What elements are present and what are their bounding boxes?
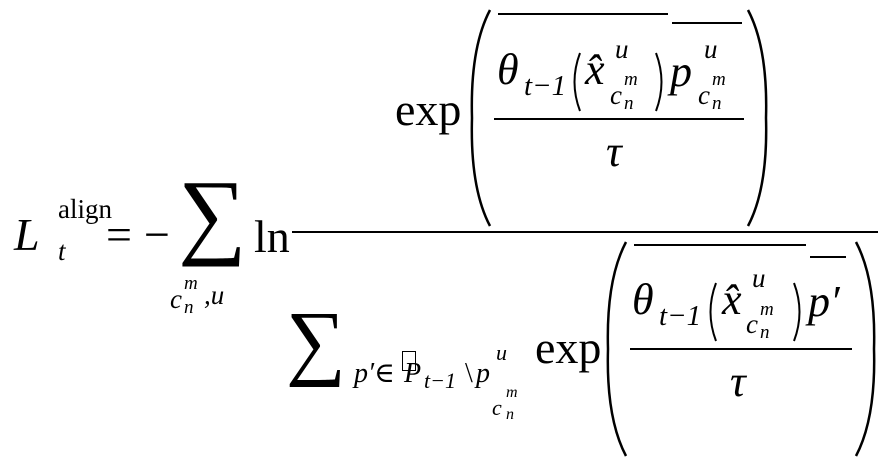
p-prime: p′ [808, 277, 840, 326]
x-subscript-c-sub: n [624, 93, 634, 114]
left-paren-icon [573, 52, 581, 112]
sum-subscript-c-sub: n [184, 297, 194, 318]
left-paren-icon [709, 282, 717, 342]
loss-superscript: align [58, 194, 112, 224]
left-paren-icon [606, 241, 628, 457]
right-paren-icon [746, 9, 768, 227]
inner-fraction-bar [630, 348, 852, 350]
sum-sub-c: c [492, 395, 502, 420]
ln: ln [254, 211, 290, 262]
left-paren-icon [470, 9, 492, 227]
main-fraction-bar [292, 231, 878, 233]
sum-sub-setminus: \ [465, 358, 473, 389]
right-paren-icon [854, 241, 876, 457]
x-superscript: u [615, 34, 629, 64]
minus-sign: − [144, 209, 170, 260]
loss-symbol: L [14, 209, 40, 260]
overline [672, 22, 742, 24]
sum-sub-c-sub: n [506, 406, 514, 423]
theta: θ [632, 275, 654, 324]
sum-subscript-c: c [170, 284, 182, 314]
right-paren-icon [793, 282, 801, 342]
overline [498, 13, 668, 15]
x-subscript-c: c [610, 80, 622, 110]
x-hat: x̂ [722, 275, 742, 324]
sum-sub-p-in: p′∈ [354, 358, 395, 389]
equals-sign: = [106, 209, 132, 260]
p-subscript-c-sup: m [712, 69, 726, 90]
p-subscript-c-sub: n [712, 93, 722, 114]
x-hat: x̂ [585, 45, 605, 94]
sum-sub-P: P [404, 358, 422, 389]
inner-fraction-bar [494, 118, 744, 120]
x-subscript-c-sup: m [624, 69, 638, 90]
theta-subscript: t−1 [524, 70, 567, 102]
right-paren-icon [655, 52, 663, 112]
x-subscript-c-sub: n [760, 322, 770, 343]
x-subscript-c-sup: m [760, 299, 774, 320]
sum-sub-c-sup: m [506, 384, 518, 401]
p-subscript-c: c [698, 80, 710, 110]
tau: τ [606, 127, 622, 176]
denominator-sum-symbol: ∑ [286, 295, 346, 388]
sum-subscript-rest: ,u [204, 280, 225, 310]
sum-sub-t: t−1 [424, 368, 456, 393]
theta: θ [497, 45, 519, 94]
sum-sub-p2-sup: u [496, 340, 507, 365]
loss-subscript: t [58, 236, 66, 266]
x-superscript: u [752, 263, 766, 293]
x-subscript-c: c [746, 309, 758, 339]
sum-sub-p2: p [476, 358, 490, 389]
p: p [670, 47, 692, 96]
p-superscript: u [704, 34, 718, 64]
sum-symbol: ∑ [178, 160, 247, 267]
denominator-exp: exp [535, 322, 602, 373]
missing-glyph-box [402, 351, 416, 371]
overline [810, 256, 846, 258]
tau: τ [730, 357, 746, 406]
overline [634, 244, 806, 246]
theta-subscript: t−1 [659, 300, 702, 332]
numerator-exp: exp [395, 84, 462, 135]
sum-subscript-c-sup: m [184, 273, 198, 294]
